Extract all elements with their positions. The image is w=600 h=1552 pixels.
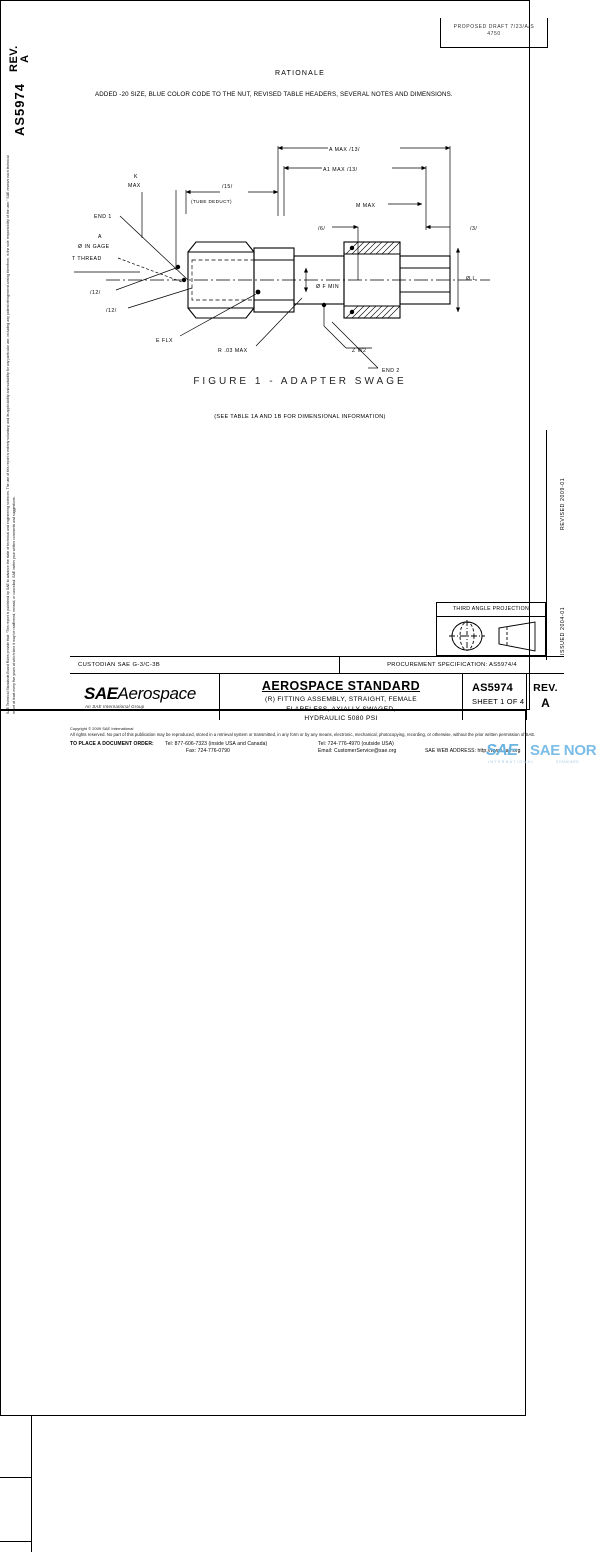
leaders-bottom [179,293,372,349]
figure-caption: FIGURE 1 - ADAPTER SWAGE [193,376,407,387]
dim-a-max [277,145,451,262]
leaders-left [74,215,193,309]
standard-title-cell: AEROSPACE STANDARD (R) FITTING ASSEMBLY,… [220,674,463,722]
label-end-2: END 2 [382,368,400,374]
page-outer-border [0,0,530,710]
leader-dot-a [181,277,187,283]
draft-stamp-line1: PROPOSED DRAFT 7/23/A/S [453,24,535,30]
doc-number-side-box [0,1478,32,1542]
document-number-cell: AS5974 SHEET 1 OF 4 [463,674,527,720]
footer-tel-outside: Tel: 724-776-4970 (outside USA) [318,741,394,748]
logo-tagline: An SAE International Group [85,704,145,709]
dim-a1-max [283,165,427,230]
label-ref-6: /6/ [318,226,325,232]
label-tube-deduct: (TUBE DEDUCT) [191,199,232,204]
sleeve-mark-bottom [349,309,355,315]
label-a1-max: A1 MAX /13/ [323,167,358,173]
sheet-number: SHEET 1 OF 4 [472,697,525,706]
label-ref-15: /15/ [222,184,233,190]
footer-fax: Fax: 724-776-0790 [186,748,230,755]
revision-label: REV. [533,682,558,694]
page-inner-border [0,710,526,1416]
standard-subtitle-line-1: (R) FITTING ASSEMBLY, STRAIGHT, FEMALE [265,696,417,703]
sleeve-section-hatch [345,241,401,319]
rev-side-box [0,1416,32,1478]
label-a-dia: A [98,234,102,240]
label-ref-3: /3/ [470,226,477,232]
sleeve-mark-top [349,245,355,251]
aerospace-standard-heading: AEROSPACE STANDARD [261,679,421,693]
label-a-max: A MAX /13/ [329,147,360,153]
leader-end-2 [331,321,379,369]
leader-dot-zw2 [321,302,327,308]
label-m-max: M MAX [356,203,376,209]
revision-cell: REV. A [527,674,564,720]
standard-subtitle-line-3: HYDRAULIC 5080 PSI [304,715,378,722]
footer-tel-inside: Tel: 877-606-7323 (inside USA and Canada… [165,741,268,748]
adapter-swage-svg: A MAX /13/ A1 MAX /13/ /15/ (TUBE DEDUCT… [72,145,490,374]
third-angle-projection-title: THIRD ANGLE PROJECTION [437,603,545,617]
issued-date-label: ISSUED 2004-01 [560,606,566,655]
footer-email: Email: CustomerService@sae.org [318,748,397,755]
rev-side-label: REV. A [8,45,31,72]
label-r-max: R .03 MAX [218,348,248,354]
sae-watermark-1-sub: INTERNATIONAL [488,760,535,764]
title-block: SAEAerospace An SAE International Group … [70,674,564,722]
standard-subtitle-line-2: FLARELESS, AXIALLY SWAGED, [286,705,396,713]
part-tube-end [399,255,451,305]
sae-aerospace-logo: SAEAerospace [84,684,196,704]
sae-watermark-2-sub: STANDARD [556,760,580,764]
label-ref-12b: /12/ [106,308,117,314]
rationale-body-text: ADDED -20 SIZE, BLUE COLOR CODE TO THE N… [95,91,453,98]
revision-value: A [541,696,550,710]
footer-copyright: Copyright © 2009 SAE International [70,726,134,731]
disclaimer-side-box [0,1542,32,1552]
issue-revision-side-strip: REVISED 2009-01 ISSUED 2004-01 [546,430,566,660]
leader-dot-ref12 [175,264,181,270]
label-dia-l: Ø L [466,276,476,282]
footer-web-address: SAE WEB ADDRESS: http://www.sae.org [425,748,521,755]
revised-date-label: REVISED 2009-01 [560,477,566,530]
footer-order-label: TO PLACE A DOCUMENT ORDER: [70,741,154,748]
leader-dot-rmax [255,289,261,295]
sae-disclaimer-text: SAE Technical Standards Board Rules prov… [6,155,16,714]
sae-wordmark: SAE [84,684,118,703]
rationale-heading: RATIONALE [275,70,325,77]
dim-k-max [141,190,177,270]
label-f-min: Ø F MIN [316,284,339,290]
third-angle-projection-box: THIRD ANGLE PROJECTION [436,602,546,656]
document-number: AS5974 [472,682,513,694]
page-footer: Copyright © 2009 SAE International All r… [70,726,570,763]
figure-note: (SEE TABLE 1A AND 1B FOR DIMENSIONAL INF… [214,414,386,420]
custodian-cell: CUSTODIAN SAE G-3/C-3B [70,657,340,673]
aerospace-wordmark: Aerospace [117,684,197,703]
rev-side-value: A [19,54,31,63]
sae-watermark-1: SAE [486,742,518,759]
label-e-flx: E FLX [156,338,173,344]
third-angle-symbol [449,620,536,652]
custodian-procurement-row: CUSTODIAN SAE G-3/C-3B PROCUREMENT SPECI… [70,656,564,674]
label-z-w2: Z W2 [352,348,366,354]
label-end-1: END 1 [94,214,112,220]
sae-aerospace-logo-cell: SAEAerospace An SAE International Group [70,674,220,720]
footer-order-info: TO PLACE A DOCUMENT ORDER: Tel: 877-606-… [70,741,570,763]
draft-stamp-line2: 4750 [487,31,501,37]
doc-number-side-label: AS5974 [12,83,27,136]
sae-watermark-2: SAE NOR [530,742,597,759]
label-k: K [134,174,138,180]
draft-stamp-box: PROPOSED DRAFT 7/23/A/S 4750 [440,18,548,48]
label-ref-12a: /12/ [90,290,101,296]
label-dia-in-gage: Ø IN GAGE [78,244,110,250]
procurement-spec-cell: PROCUREMENT SPECIFICATION: AS5974/4 [387,662,517,668]
footer-rights: All rights reserved. No part of this pub… [70,732,536,738]
label-k-max: MAX [128,183,141,189]
label-t-thread: T THREAD [72,256,102,262]
figure-1-drawing: A MAX /13/ A1 MAX /13/ /15/ (TUBE DEDUCT… [70,130,548,430]
dim-tube-deduct [185,189,279,214]
